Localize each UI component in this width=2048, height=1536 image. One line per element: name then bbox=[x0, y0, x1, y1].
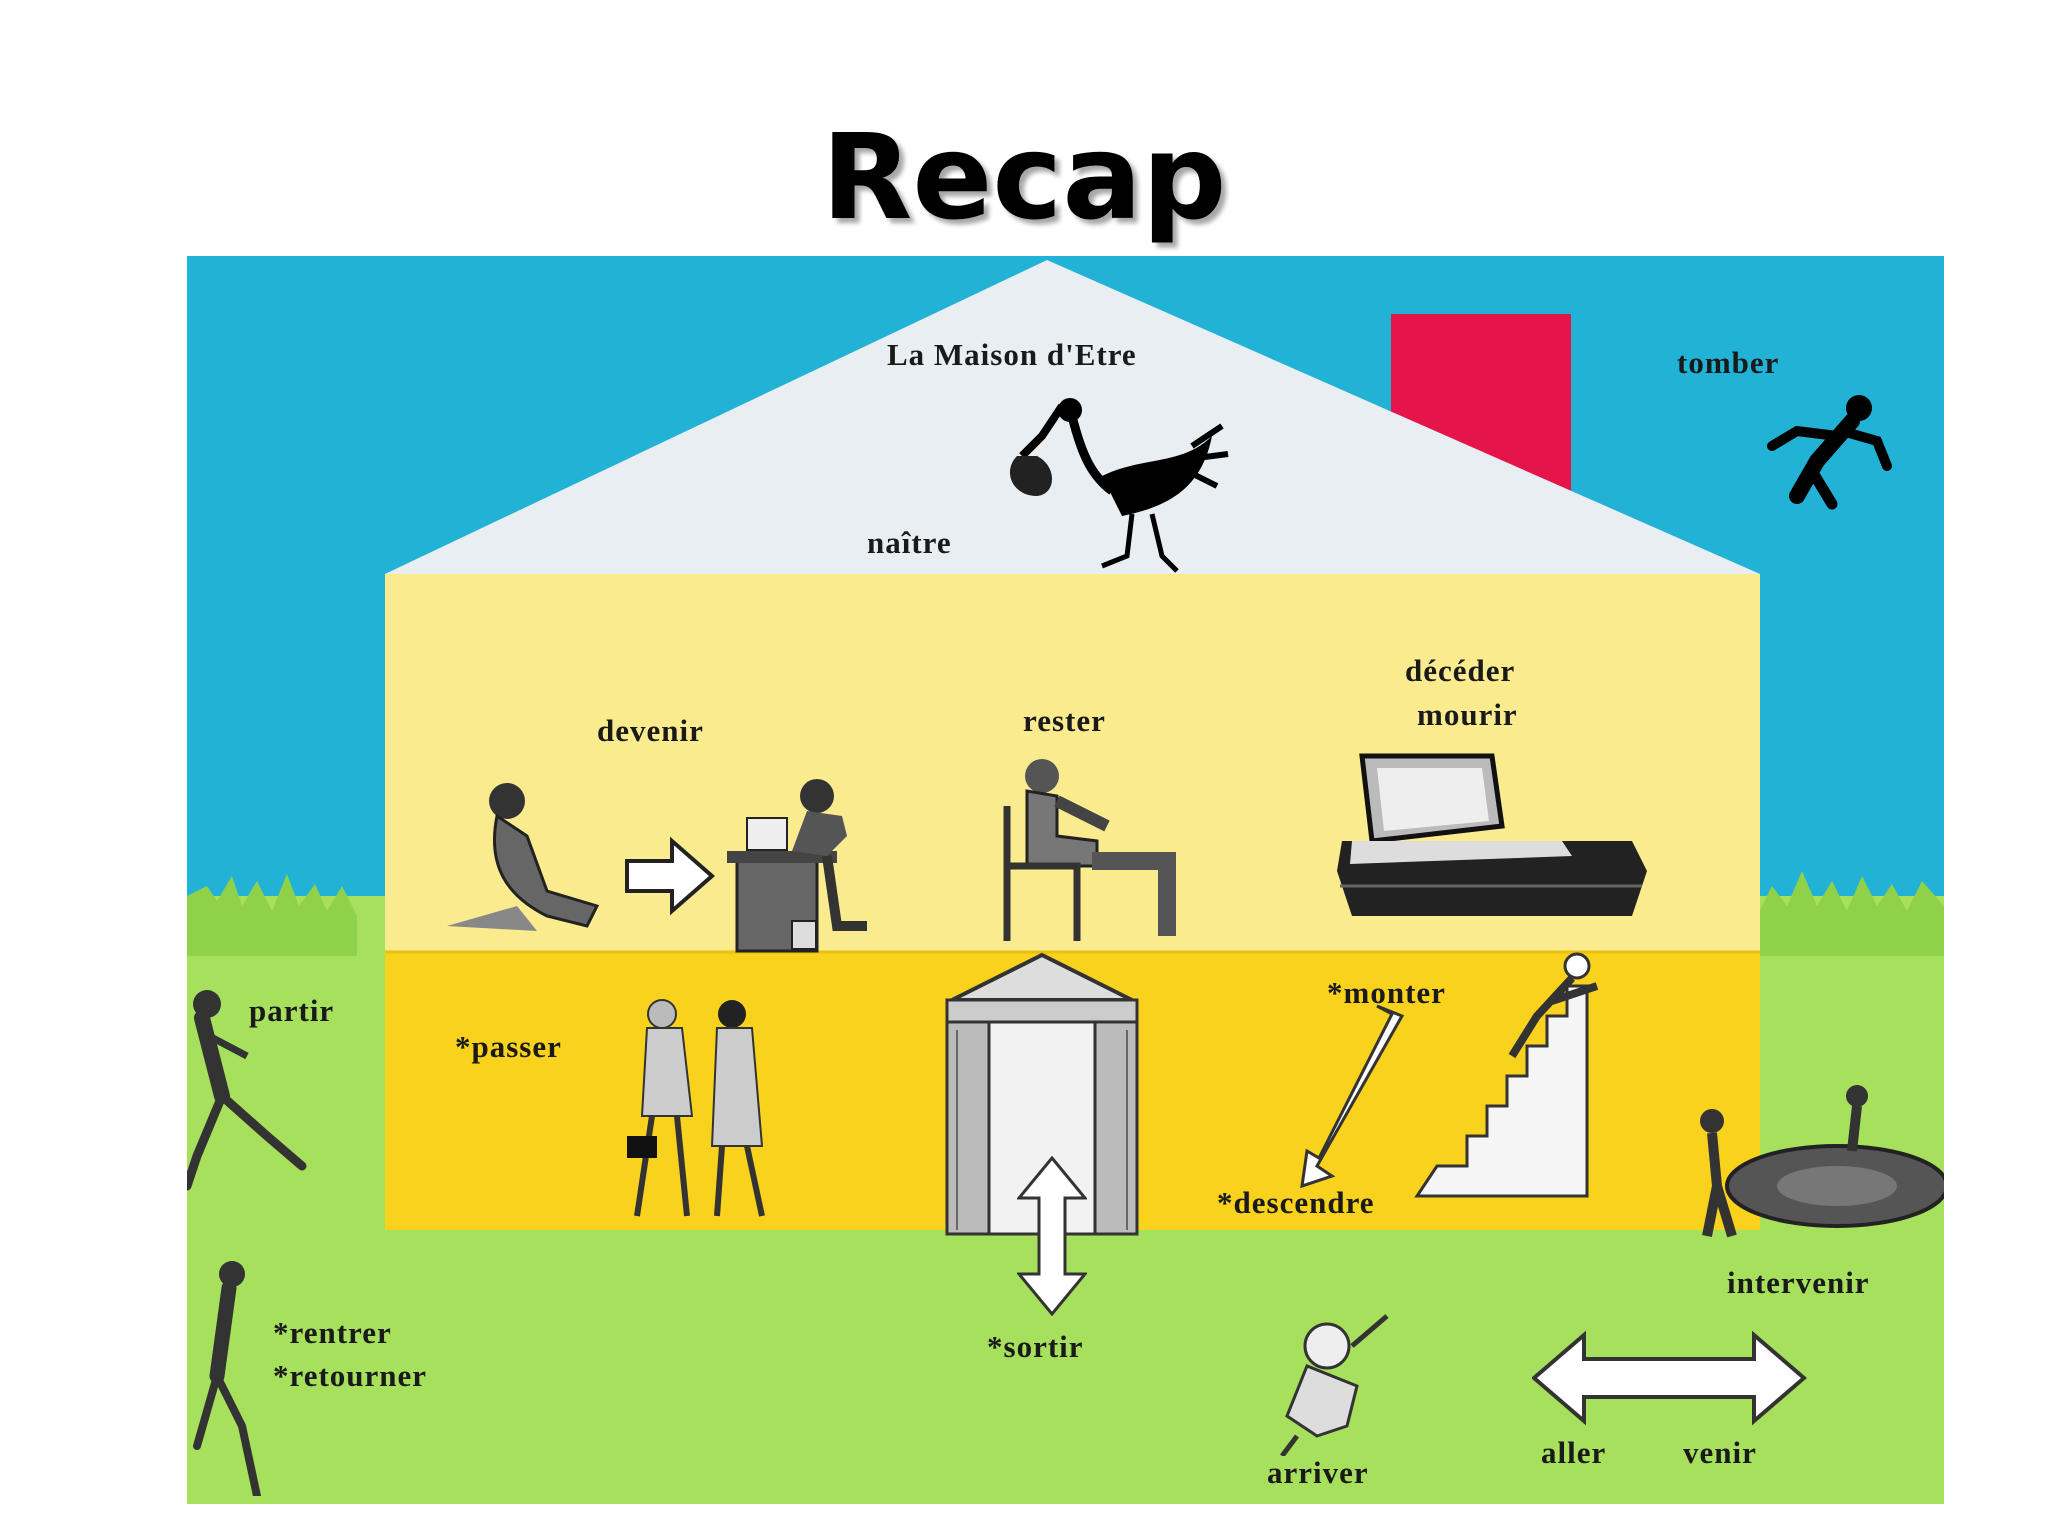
label-tomber: tomber bbox=[1677, 345, 1780, 380]
label-devenir: devenir bbox=[597, 713, 704, 748]
label-partir: partir bbox=[249, 993, 335, 1028]
label-mourir: mourir bbox=[1417, 697, 1518, 732]
runner-icon bbox=[187, 990, 307, 1191]
label-intervenir: intervenir bbox=[1727, 1265, 1870, 1300]
runner-icon bbox=[193, 1261, 261, 1496]
falling-man-icon bbox=[1767, 395, 1892, 510]
label-naitre: naître bbox=[867, 525, 952, 560]
double-arrow-icon bbox=[1532, 1331, 1807, 1426]
label-deceder: décéder bbox=[1405, 653, 1516, 688]
label-retourner: *retourner bbox=[273, 1358, 428, 1393]
runner-icon bbox=[1280, 1314, 1389, 1456]
coffin-icon bbox=[1337, 753, 1647, 916]
label-arriver: arriver bbox=[1267, 1455, 1369, 1490]
sitting-man-icon bbox=[1003, 759, 1176, 941]
stork-icon bbox=[1009, 398, 1229, 573]
house-title: La Maison d'Etre bbox=[887, 337, 1137, 372]
stairs-icon bbox=[1300, 952, 1599, 1198]
label-passer: *passer bbox=[455, 1029, 562, 1064]
label-sortir: *sortir bbox=[987, 1329, 1084, 1364]
label-rentrer: *rentrer bbox=[273, 1315, 392, 1350]
trampoline-icon bbox=[1700, 1085, 1944, 1238]
grass-tufts-left bbox=[187, 874, 357, 956]
slide-title: Recap bbox=[821, 108, 1227, 246]
label-monter: *monter bbox=[1327, 975, 1446, 1010]
grass-tufts-right bbox=[1757, 871, 1944, 956]
vertical-arrow-icon bbox=[1017, 1156, 1087, 1316]
maison-detre-illustration: La Maison d'Etre naître tomber devenir r… bbox=[187, 256, 1944, 1504]
child-to-adult-icon bbox=[447, 779, 867, 953]
label-aller: aller bbox=[1541, 1435, 1607, 1470]
walking-couple-icon bbox=[627, 999, 765, 1217]
label-venir: venir bbox=[1683, 1435, 1757, 1470]
label-rester: rester bbox=[1023, 703, 1106, 738]
label-descendre: *descendre bbox=[1217, 1185, 1375, 1220]
